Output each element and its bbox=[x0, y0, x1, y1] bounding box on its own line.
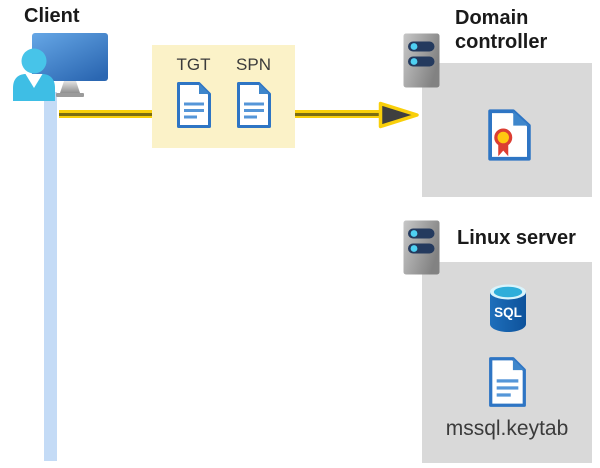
sql-database-icon: SQL bbox=[490, 284, 526, 332]
spn-label: SPN bbox=[236, 55, 271, 74]
keytab-document-icon bbox=[489, 357, 526, 407]
client-user-monitor-icon bbox=[13, 33, 108, 101]
linux-server-label: Linux server bbox=[457, 227, 576, 249]
tgt-document-icon bbox=[176, 82, 211, 128]
domain-controller-label: Domain controller bbox=[455, 7, 548, 53]
linux-server-server-icon bbox=[403, 220, 440, 275]
domain-controller-server-icon bbox=[403, 33, 440, 88]
ticket-spn: SPN bbox=[236, 55, 272, 129]
keytab-filename-label: mssql.keytab bbox=[445, 417, 569, 440]
spn-document-icon bbox=[236, 82, 271, 128]
arrowhead-icon bbox=[378, 101, 419, 129]
tgt-label: TGT bbox=[176, 55, 211, 74]
ticket-tgt: TGT bbox=[176, 55, 212, 129]
client-label: Client bbox=[24, 5, 80, 27]
client-connector-line bbox=[44, 92, 57, 461]
certificate-icon bbox=[488, 109, 531, 161]
sql-text: SQL bbox=[494, 305, 522, 320]
ticket-callout-box: TGT SPN bbox=[152, 45, 295, 148]
